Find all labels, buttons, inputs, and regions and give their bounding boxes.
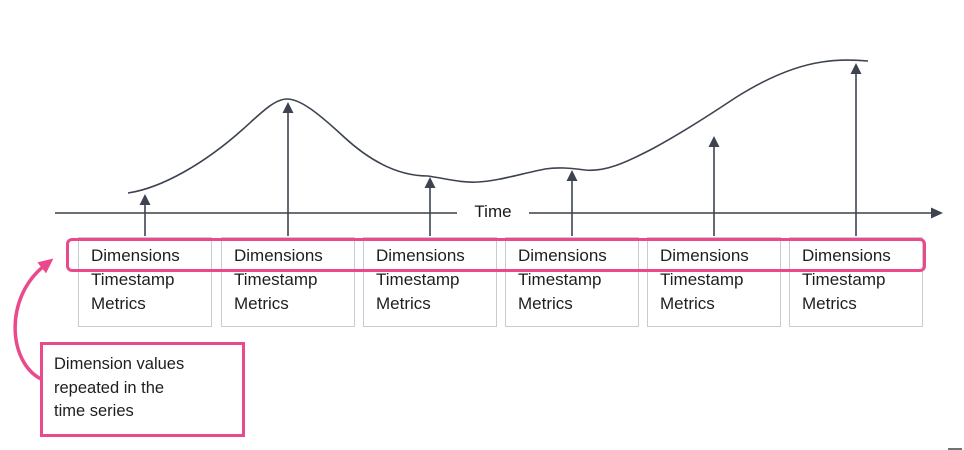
record-metrics-label: Metrics — [376, 294, 431, 313]
record-timestamp-label: Timestamp — [802, 270, 886, 289]
record-dimensions-label: Dimensions — [518, 246, 607, 265]
record-card-3: Dimensions Timestamp Metrics — [363, 237, 497, 327]
record-card-1: Dimensions Timestamp Metrics — [78, 237, 212, 327]
callout-arrow — [13, 258, 54, 381]
time-series-curve — [127, 59, 869, 194]
record-timestamp-label: Timestamp — [518, 270, 602, 289]
time-axis-label: Time — [463, 202, 523, 222]
record-metrics-label: Metrics — [234, 294, 289, 313]
record-metrics-label: Metrics — [660, 294, 715, 313]
callout-text: Dimension values repeated in the time se… — [54, 355, 185, 420]
callout-box: Dimension values repeated in the time se… — [40, 342, 245, 437]
record-card-4: Dimensions Timestamp Metrics — [505, 237, 639, 327]
dimensions-row-highlight — [66, 238, 926, 272]
record-timestamp-label: Timestamp — [91, 270, 175, 289]
record-timestamp-label: Timestamp — [660, 270, 744, 289]
record-metrics-label: Metrics — [518, 294, 573, 313]
record-timestamp-label: Timestamp — [376, 270, 460, 289]
record-card-2: Dimensions Timestamp Metrics — [221, 237, 355, 327]
record-dimensions-label: Dimensions — [376, 246, 465, 265]
record-dimensions-label: Dimensions — [91, 246, 180, 265]
record-metrics-label: Metrics — [91, 294, 146, 313]
record-dimensions-label: Dimensions — [802, 246, 891, 265]
record-card-5: Dimensions Timestamp Metrics — [647, 237, 781, 327]
record-card-6: Dimensions Timestamp Metrics — [789, 237, 923, 327]
cropped-corner-artifact — [948, 442, 962, 450]
record-metrics-label: Metrics — [802, 294, 857, 313]
record-dimensions-label: Dimensions — [234, 246, 323, 265]
record-dimensions-label: Dimensions — [660, 246, 749, 265]
record-timestamp-label: Timestamp — [234, 270, 318, 289]
